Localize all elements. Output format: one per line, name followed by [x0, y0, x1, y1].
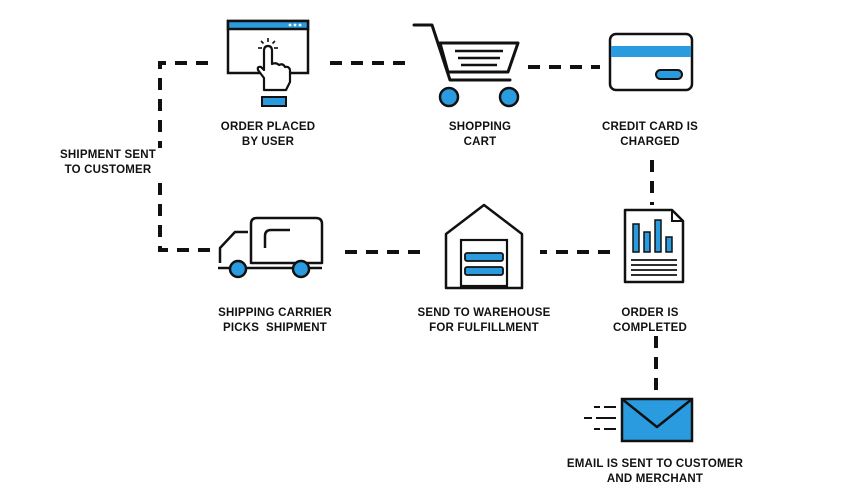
label-order-placed: ORDER PLACED BY USER [220, 121, 316, 148]
warehouse-icon [444, 203, 524, 290]
shopping-cart-icon [412, 23, 520, 108]
credit-card-icon [608, 32, 694, 92]
connector-carrier-to-order [158, 61, 215, 252]
label-credit-card-charged: CREDIT CARD IS CHARGED [601, 121, 699, 148]
label-order-completed: ORDER IS COMPLETED [613, 307, 687, 334]
label-email-sent: EMAIL IS SENT TO CUSTOMER AND MERCHANT [566, 458, 744, 485]
label-shipping-carrier: SHIPPING CARRIER PICKS SHIPMENT [218, 307, 332, 334]
browser-click-icon [226, 19, 310, 107]
label-shipment-sent: SHIPMENT SENT TO CUSTOMER [48, 148, 168, 178]
document-chart-icon [623, 208, 685, 284]
delivery-truck-icon [218, 216, 324, 279]
label-send-to-warehouse: SEND TO WAREHOUSE FOR FULFILLMENT [417, 307, 551, 334]
email-envelope-icon [584, 397, 694, 443]
label-shopping-cart: SHOPPING CART [448, 121, 512, 148]
connectors [158, 61, 658, 392]
